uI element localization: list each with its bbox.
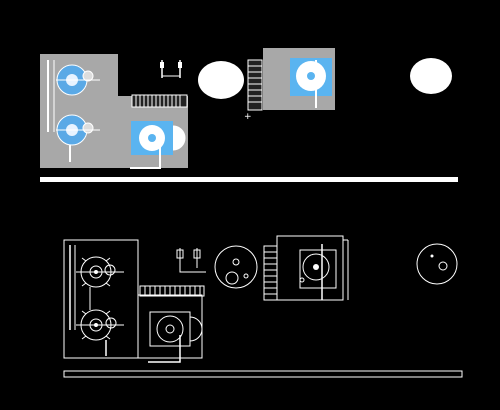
view-divider: [40, 177, 458, 182]
upper-drum-roller: [82, 70, 94, 82]
line-secondary-panel: [276, 235, 344, 301]
round-tank-far-upper: [410, 58, 452, 94]
rendered-plan: +: [40, 48, 452, 169]
line-round-tank-body: [214, 245, 258, 289]
filler-outlet-pipe: [130, 140, 161, 169]
valve-pair-upper: [160, 60, 182, 78]
cursor-plus-icon: +: [244, 112, 252, 122]
line-round-tank: [214, 245, 258, 289]
line-plan: [63, 235, 463, 378]
line-far-tank-body: [416, 243, 458, 285]
line-secondary-machine: [263, 235, 349, 301]
secondary-stair-slats: [248, 65, 262, 103]
line-main-extension: [137, 294, 203, 359]
secondary-disc-center: [307, 72, 315, 80]
line-base-rail: [63, 370, 463, 378]
conveyor-slats: [135, 95, 181, 107]
lower-drum-roller: [82, 122, 94, 134]
line-main-machine: [63, 239, 205, 363]
lower-drum: [56, 114, 100, 146]
upper-drum: [56, 64, 100, 96]
filler-tile-upper: [130, 121, 186, 169]
rendered-secondary-machine: +: [244, 48, 335, 122]
line-conveyor: [139, 285, 205, 297]
filler-side-disc: [172, 125, 186, 151]
round-tank-upper: [198, 61, 244, 99]
line-lower-drum: [76, 309, 124, 341]
filler-disc-center: [148, 134, 156, 142]
rendered-main-machine: [40, 54, 188, 169]
conveyor-upper: [131, 94, 188, 108]
line-filler-tile: [149, 311, 191, 347]
line-far-tank: [416, 243, 458, 285]
line-filler: [148, 311, 203, 363]
line-valve-pair: [176, 248, 206, 273]
line-conveyor-frame: [139, 285, 205, 297]
line-upper-drum: [76, 256, 124, 288]
